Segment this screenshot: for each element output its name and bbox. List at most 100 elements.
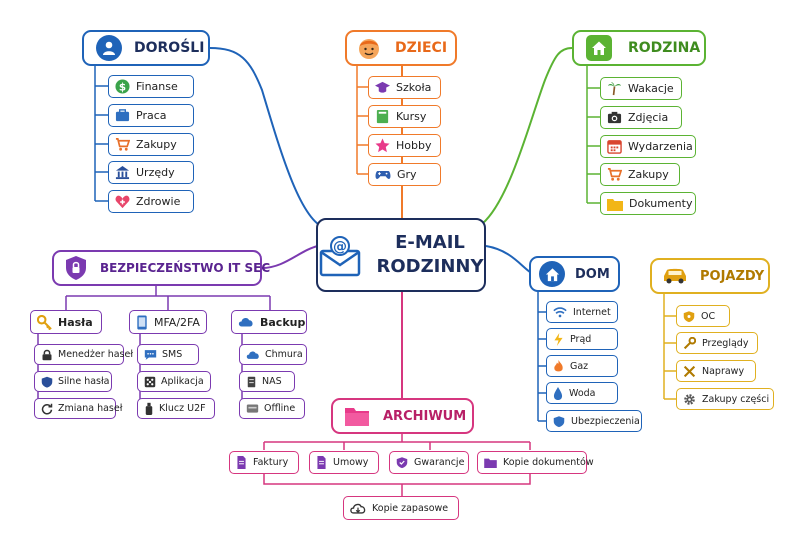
camera-icon bbox=[607, 110, 622, 125]
pojazdy-item-oc[interactable]: OC bbox=[676, 305, 730, 327]
pojazdy-item-label: Przeglądy bbox=[702, 337, 749, 349]
document-icon bbox=[316, 456, 327, 469]
mfa-item-klucz[interactable]: Klucz U2F bbox=[137, 398, 215, 419]
dzieci-item-label: Gry bbox=[397, 168, 417, 181]
folder-icon bbox=[345, 406, 369, 426]
pojazdy-item-zakupy-czesci[interactable]: Zakupy części bbox=[676, 388, 774, 410]
rodzina-item-wydarzenia[interactable]: Wydarzenia bbox=[600, 135, 696, 158]
backup-item-offline[interactable]: Offline bbox=[239, 398, 305, 419]
dorosli-header[interactable]: DOROŚLI bbox=[82, 30, 210, 66]
dzieci-item-label: Kursy bbox=[396, 110, 427, 123]
dom-item-label: Ubezpieczenia bbox=[571, 415, 640, 427]
archiwum-item-faktury[interactable]: Faktury bbox=[229, 451, 299, 474]
dzieci-item-hobby[interactable]: Hobby bbox=[368, 134, 441, 157]
pojazdy-header[interactable]: POJAZDY bbox=[650, 258, 770, 294]
lightning-icon bbox=[553, 332, 564, 346]
hasla-item-menedzer[interactable]: Menedżer haseł bbox=[34, 344, 133, 365]
dorosli-item-praca[interactable]: Praca bbox=[108, 104, 194, 127]
usb-key-icon bbox=[144, 402, 154, 415]
dollar-icon: $ bbox=[115, 79, 130, 94]
rodzina-item-label: Zdjęcia bbox=[628, 111, 669, 124]
dzieci-item-szkola[interactable]: Szkoła bbox=[368, 76, 441, 99]
pojazdy-item-naprawy[interactable]: Naprawy bbox=[676, 360, 756, 382]
item-label: SMS bbox=[162, 349, 183, 360]
item-label: Menedżer haseł bbox=[58, 349, 134, 360]
shield-icon bbox=[396, 456, 408, 469]
rodzina-item-label: Wakacje bbox=[628, 82, 674, 95]
group-mfa-header[interactable]: MFA/2FA bbox=[129, 310, 207, 334]
child-face-icon bbox=[357, 36, 381, 60]
pojazdy-item-label: Zakupy części bbox=[702, 393, 770, 405]
rodzina-item-label: Zakupy bbox=[628, 168, 669, 181]
dom-item-ubezpieczenia[interactable]: Ubezpieczenia bbox=[546, 410, 642, 432]
backup-item-chmura[interactable]: Chmura bbox=[239, 344, 307, 365]
archiwum-item-label: Gwarancje bbox=[414, 457, 465, 468]
group-title: Backup bbox=[260, 315, 306, 329]
dzieci-item-label: Szkoła bbox=[396, 81, 432, 94]
refresh-icon bbox=[41, 403, 53, 415]
archiwum-item-label: Umowy bbox=[333, 457, 369, 468]
chat-bubble-icon bbox=[144, 349, 157, 361]
dzieci-item-gry[interactable]: Gry bbox=[368, 163, 441, 186]
home-icon bbox=[539, 261, 565, 287]
book-icon bbox=[375, 109, 390, 124]
dorosli-item-zakupy[interactable]: Zakupy bbox=[108, 133, 194, 156]
dom-item-woda[interactable]: Woda bbox=[546, 382, 618, 404]
bezpieczenstwo-title: BEZPIECZEŃSTWO IT SEC bbox=[100, 261, 271, 275]
rodzina-header[interactable]: RODZINA bbox=[572, 30, 706, 66]
dzieci-item-kursy[interactable]: Kursy bbox=[368, 105, 441, 128]
star-icon bbox=[375, 138, 390, 153]
item-label: NAS bbox=[262, 376, 282, 387]
archiwum-item-gwarancje[interactable]: Gwarancje bbox=[389, 451, 469, 474]
archiwum-item-kopie-zapasowe[interactable]: Kopie zapasowe bbox=[343, 496, 459, 520]
server-icon bbox=[246, 376, 257, 388]
drive-icon bbox=[246, 403, 259, 414]
shield-lock-icon bbox=[64, 255, 88, 281]
archiwum-sub-item-label: Kopie zapasowe bbox=[372, 502, 449, 514]
pojazdy-item-przeglady[interactable]: Przeglądy bbox=[676, 332, 758, 354]
hasla-item-silne[interactable]: Silne hasła bbox=[34, 371, 112, 392]
archiwum-item-kopie-dokumentow[interactable]: Kopie dokumentów bbox=[477, 451, 594, 474]
cart-icon bbox=[607, 167, 622, 182]
dorosli-item-label: Finanse bbox=[136, 80, 178, 93]
dom-item-prad[interactable]: Prąd bbox=[546, 328, 618, 350]
center-title-line1: E-MAIL bbox=[395, 232, 465, 253]
hasla-item-zmiana[interactable]: Zmiana haseł bbox=[34, 398, 122, 419]
rodzina-item-dokumenty[interactable]: Dokumenty bbox=[600, 192, 696, 215]
group-backup-header[interactable]: Backup bbox=[231, 310, 307, 334]
tools-icon bbox=[683, 365, 696, 378]
building-icon bbox=[115, 165, 130, 180]
key-icon bbox=[37, 314, 52, 330]
water-drop-icon bbox=[553, 386, 563, 400]
cloud-icon bbox=[238, 316, 254, 328]
backup-item-nas[interactable]: NAS bbox=[239, 371, 295, 392]
bezpieczenstwo-header[interactable]: BEZPIECZEŃSTWO IT SEC bbox=[52, 250, 270, 286]
rodzina-item-zdjecia[interactable]: Zdjęcia bbox=[600, 106, 682, 129]
calendar-icon bbox=[607, 139, 622, 154]
group-title: Hasła bbox=[58, 315, 93, 329]
folder-icon bbox=[607, 197, 623, 211]
dom-item-internet[interactable]: Internet bbox=[546, 301, 618, 323]
car-icon bbox=[662, 267, 688, 285]
rodzina-item-zakupy[interactable]: Zakupy bbox=[600, 163, 680, 186]
dorosli-item-urzedy[interactable]: Urzędy bbox=[108, 161, 194, 184]
dorosli-item-zdrowie[interactable]: Zdrowie bbox=[108, 190, 194, 213]
mfa-item-aplikacja[interactable]: Aplikacja bbox=[137, 371, 211, 392]
dorosli-item-finanse[interactable]: $ Finanse bbox=[108, 75, 194, 98]
pojazdy-title: POJAZDY bbox=[700, 268, 765, 284]
item-label: Klucz U2F bbox=[159, 403, 206, 414]
health-heart-icon bbox=[115, 194, 130, 209]
dzieci-header[interactable]: DZIECI bbox=[345, 30, 457, 66]
gear-icon bbox=[683, 393, 696, 406]
group-hasla-header[interactable]: Hasła bbox=[30, 310, 102, 334]
mfa-item-sms[interactable]: SMS bbox=[137, 344, 199, 365]
rodzina-item-wakacje[interactable]: Wakacje bbox=[600, 77, 682, 100]
dom-item-label: Internet bbox=[573, 306, 611, 318]
archiwum-title: ARCHIWUM bbox=[383, 408, 467, 424]
dom-header[interactable]: DOM bbox=[529, 256, 620, 292]
graduation-cap-icon bbox=[375, 80, 390, 95]
archiwum-header[interactable]: ARCHIWUM bbox=[331, 398, 474, 434]
dom-item-gaz[interactable]: Gaz bbox=[546, 355, 618, 377]
archiwum-item-umowy[interactable]: Umowy bbox=[309, 451, 379, 474]
cart-icon bbox=[115, 137, 130, 152]
